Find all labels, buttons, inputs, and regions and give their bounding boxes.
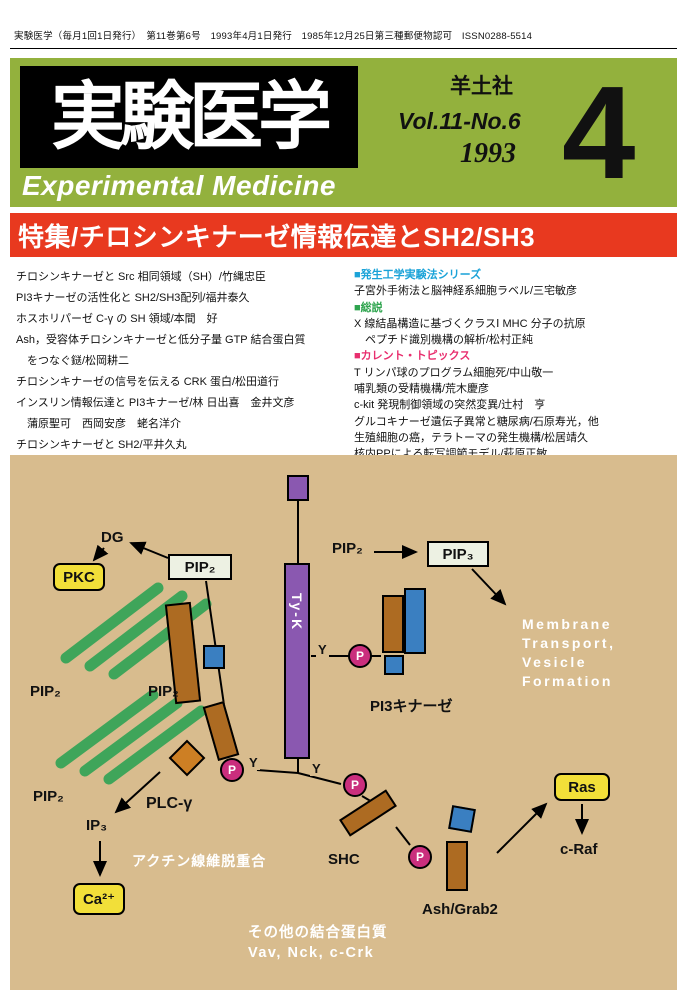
receptor-extracellular-domain <box>287 475 309 501</box>
publication-info: 実験医学（毎月1回1日発行） 第11巻第6号 1993年4月1日発行 1985年… <box>10 28 677 49</box>
masthead: 実験医学 羊土社 Vol.11-No.6 1993 4 Experimental… <box>10 58 677 207</box>
toc-item: c-kit 発現制御領域の突然変異/辻村 亨 <box>354 399 546 412</box>
issue-number: 4 <box>562 59 636 206</box>
plc-blue-domain <box>203 645 225 669</box>
ash-brown-domain <box>446 841 468 891</box>
arrow-pip2-to-dg <box>129 541 169 559</box>
pip2-label: PIP₂ <box>30 683 61 700</box>
phospho-p-circle: P <box>348 644 372 668</box>
toc-item: X 線結晶構造に基づくクラスⅠ MHC 分子の抗原 <box>354 317 586 330</box>
pi3k-brown-domain <box>382 595 404 653</box>
pip2-box-label: PIP₂ <box>184 558 216 576</box>
actin-depolymerization-caption: アクチン線維脱重合 <box>132 853 267 869</box>
journal-logo: 実験医学 <box>20 66 358 168</box>
toc-item: PI3キナーゼの活性化と SH2/SH3配列/福井泰久 <box>16 292 250 304</box>
pip3-box-label: PIP₃ <box>442 545 474 563</box>
phospho-p-circle: P <box>220 758 244 782</box>
shc-label: SHC <box>328 851 360 868</box>
membrane-line: Transport, <box>522 635 616 651</box>
tail-left-line <box>256 769 299 774</box>
journal-title-ja: 実験医学 <box>51 75 332 158</box>
tyrosine-y-label: Y <box>247 755 260 770</box>
pi3-kinase-label: PI3キナーゼ <box>370 698 453 715</box>
table-of-contents: チロシンキナーゼと Src 相同領域（SH）/竹縄忠臣 PI3キナーゼの活性化と… <box>10 257 677 460</box>
other-binding-proteins-examples: Vav, Nck, c-Crk <box>248 945 375 961</box>
feature-title: 特集/チロシンキナーゼ情報伝達とSH2/SH3 <box>18 221 536 252</box>
shc-to-p-line <box>395 826 411 846</box>
toc-item: 子宮外手術法と脳神経系細胞ラベル/三宅敏彦 <box>354 285 578 298</box>
toc-item: ホスホリパーゼ C-γ の SH 領域/本間 好 <box>16 313 218 325</box>
ras-label: Ras <box>568 778 596 796</box>
ras-box: Ras <box>554 773 610 801</box>
dg-label: DG <box>101 529 124 546</box>
arrow-ash-to-ras <box>496 802 548 854</box>
toc-item: ペプチド識別機構の解析/松村正純 <box>354 334 534 347</box>
pip2-label: PIP₂ <box>148 683 179 700</box>
actin-filament <box>79 697 183 777</box>
membrane-line: Formation <box>522 673 613 689</box>
ip3-label: IP₃ <box>86 817 108 834</box>
calcium-label: Ca²⁺ <box>82 891 116 908</box>
plc-gamma-label: PLC-γ <box>146 795 193 812</box>
toc-item: 蒲原聖可 西岡安彦 蛯名洋介 <box>16 418 181 430</box>
toc-item: をつなぐ鎹/松岡耕二 <box>16 355 130 367</box>
actin-filament <box>60 582 164 664</box>
pip3-box: PIP₃ <box>427 541 489 567</box>
toc-section-series: ■発生工学実験法シリーズ <box>354 269 482 281</box>
toc-item: T リンパ球のプログラム細胞死/中山敬一 <box>354 366 554 379</box>
tail-right-line <box>297 772 342 785</box>
toc-item: グルコキナーゼ遺伝子異常と糖尿病/石原寿光，他 <box>354 415 599 428</box>
pip2-box: PIP₂ <box>168 554 232 580</box>
pkc-box: PKC <box>53 563 105 591</box>
ash-grab2-label: Ash/Grab2 <box>422 901 498 918</box>
receptor-tyrosine-kinase-bar: Ty-K <box>284 563 310 759</box>
membrane-transport-caption: Membrane Transport, Vesicle Formation <box>522 615 615 691</box>
ash-blue-domain <box>448 805 476 833</box>
pi3k-blue-domain <box>404 588 426 654</box>
calcium-box: Ca²⁺ <box>73 883 125 915</box>
journal-title-en: Experimental Medicine <box>22 170 336 201</box>
publisher-name: 羊土社 <box>450 75 513 98</box>
feature-banner: 特集/チロシンキナーゼ情報伝達とSH2/SH3 <box>10 213 677 257</box>
other-binding-proteins-caption: その他の結合蛋白質 <box>248 925 388 941</box>
arrow-plc-to-ip3 <box>114 771 161 814</box>
pip2-label: PIP₂ <box>332 540 363 557</box>
toc-right-column: ■発生工学実験法シリーズ 子宮外手術法と脳神経系細胞ラベル/三宅敏彦 ■総説 X… <box>354 267 674 463</box>
toc-item: インスリン情報伝達と PI3キナーゼ/林 日出喜 金井文彦 <box>16 397 295 409</box>
phospho-p-circle: P <box>343 773 367 797</box>
toc-item: チロシンキナーゼの信号を伝える CRK 蛋白/松田道行 <box>16 376 280 388</box>
phospho-p-circle: P <box>408 845 432 869</box>
toc-section-review: ■総説 <box>354 301 383 314</box>
tyk-label: Ty-K <box>289 593 305 632</box>
pi3k-blue-square <box>384 655 404 675</box>
toc-section-topics: ■カレント・トピックス <box>354 350 471 363</box>
toc-item: Ash，受容体チロシンキナーゼと低分子量 GTP 結合蛋白質 <box>16 334 306 346</box>
pip2-label: PIP₂ <box>33 788 64 805</box>
publication-year: 1993 <box>460 138 516 169</box>
toc-item: チロシンキナーゼと Src 相同領域（SH）/竹縄忠臣 <box>16 271 266 283</box>
actin-filament <box>103 705 207 785</box>
arrow-pip3-to-membrane <box>471 568 507 606</box>
volume-number: Vol.11-No.6 <box>398 108 521 134</box>
arrow-dg-to-pkc <box>92 544 109 562</box>
c-raf-label: c-Raf <box>560 841 598 858</box>
toc-item: チロシンキナーゼと SH2/平井久丸 <box>16 439 187 451</box>
signal-pathway-diagram: Ty-K PKC PIP₂ PIP₃ Ras Ca²⁺ Y <box>10 455 677 990</box>
membrane-line: Membrane <box>522 616 613 632</box>
tyrosine-y-label: Y <box>310 761 323 776</box>
actin-filament <box>55 689 159 769</box>
toc-left-column: チロシンキナーゼと Src 相同領域（SH）/竹縄忠臣 PI3キナーゼの活性化と… <box>16 267 350 456</box>
membrane-line: Vesicle <box>522 654 587 670</box>
tyrosine-y-label: Y <box>316 642 329 657</box>
toc-item: 生殖細胞の癌，テラトーマの発生機構/松居靖久 <box>354 431 589 444</box>
toc-item: 哺乳類の受精機構/荒木慶彦 <box>354 383 490 396</box>
pkc-label: PKC <box>63 568 95 586</box>
